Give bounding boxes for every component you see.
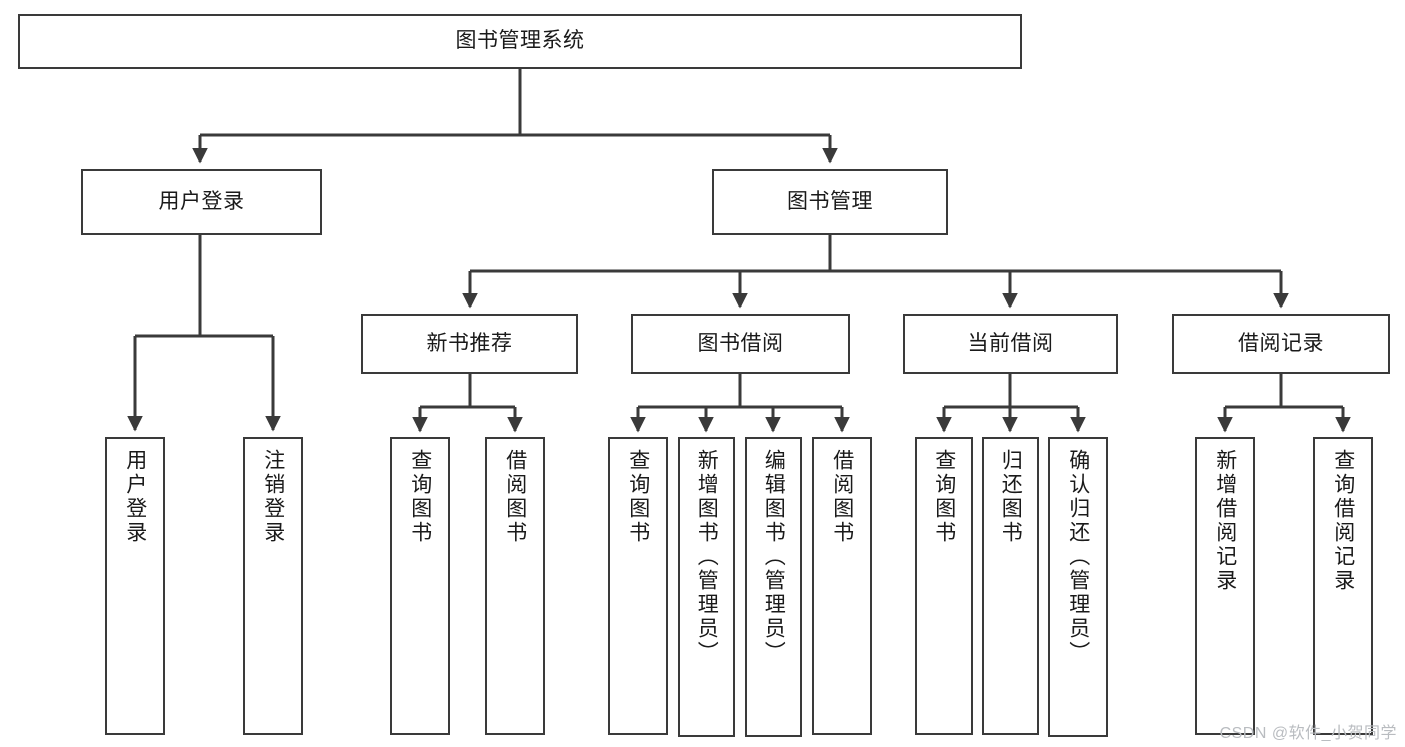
node-leaf-query-book-1-label: 查询图书: [408, 449, 432, 545]
node-borrow-record-label: 借阅记录: [1238, 331, 1324, 355]
node-leaf-query-book-2[interactable]: 查询图书: [608, 437, 668, 735]
node-book-manage-label: 图书管理: [787, 189, 873, 213]
node-leaf-borrow-book-2[interactable]: 借阅图书: [812, 437, 872, 735]
node-leaf-logout[interactable]: 注销登录: [243, 437, 303, 735]
node-leaf-add-book-label: 新增图书（管理员）: [695, 449, 719, 665]
node-user-login[interactable]: 用户登录: [81, 169, 322, 235]
node-leaf-edit-book-label: 编辑图书（管理员）: [762, 449, 786, 665]
node-book-borrow[interactable]: 图书借阅: [631, 314, 850, 374]
node-user-login-label: 用户登录: [158, 189, 245, 213]
node-leaf-query-book-1[interactable]: 查询图书: [390, 437, 450, 735]
node-leaf-query-book-2-label: 查询图书: [626, 449, 650, 545]
node-leaf-confirm-return-label: 确认归还（管理员）: [1066, 449, 1090, 665]
node-leaf-borrow-book-1[interactable]: 借阅图书: [485, 437, 545, 735]
node-book-borrow-label: 图书借阅: [697, 331, 784, 355]
node-leaf-user-login[interactable]: 用户登录: [105, 437, 165, 735]
node-root[interactable]: 图书管理系统: [18, 14, 1022, 69]
node-leaf-query-book-3-label: 查询图书: [932, 449, 956, 545]
node-new-book-rec[interactable]: 新书推荐: [361, 314, 578, 374]
node-leaf-return-book[interactable]: 归还图书: [982, 437, 1039, 735]
node-leaf-return-book-label: 归还图书: [999, 449, 1023, 545]
node-leaf-query-record[interactable]: 查询借阅记录: [1313, 437, 1373, 735]
node-leaf-query-record-label: 查询借阅记录: [1331, 449, 1355, 593]
node-leaf-edit-book[interactable]: 编辑图书（管理员）: [745, 437, 802, 737]
node-borrow-record[interactable]: 借阅记录: [1172, 314, 1390, 374]
node-leaf-logout-label: 注销登录: [261, 449, 285, 545]
node-leaf-add-record[interactable]: 新增借阅记录: [1195, 437, 1255, 735]
node-current-borrow[interactable]: 当前借阅: [903, 314, 1118, 374]
node-leaf-query-book-3[interactable]: 查询图书: [915, 437, 973, 735]
node-leaf-add-book[interactable]: 新增图书（管理员）: [678, 437, 735, 737]
node-current-borrow-label: 当前借阅: [967, 331, 1054, 355]
node-new-book-rec-label: 新书推荐: [426, 331, 513, 355]
node-leaf-add-record-label: 新增借阅记录: [1213, 449, 1237, 593]
node-leaf-user-login-label: 用户登录: [123, 449, 147, 545]
node-leaf-confirm-return[interactable]: 确认归还（管理员）: [1048, 437, 1108, 737]
node-leaf-borrow-book-1-label: 借阅图书: [503, 449, 527, 545]
node-book-manage[interactable]: 图书管理: [712, 169, 948, 235]
node-leaf-borrow-book-2-label: 借阅图书: [830, 449, 854, 545]
node-root-label: 图书管理系统: [455, 29, 585, 53]
